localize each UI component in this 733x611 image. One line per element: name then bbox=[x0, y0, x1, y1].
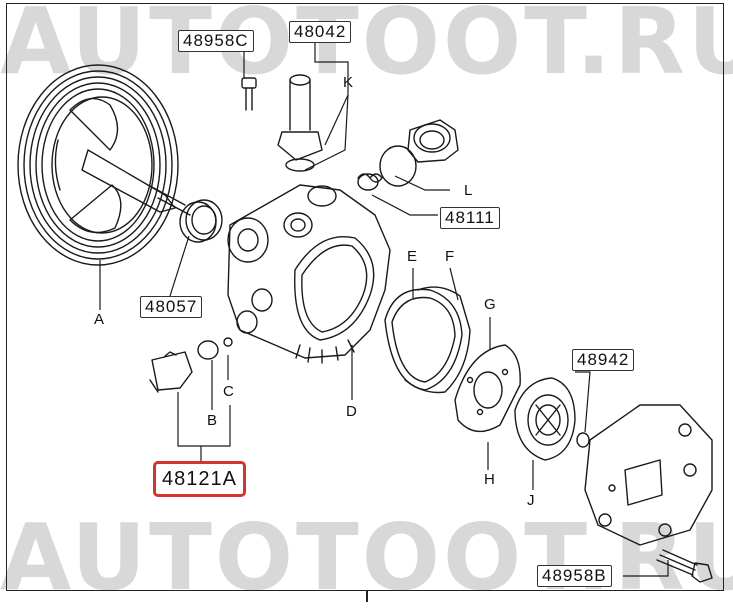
pipe-fitting-part bbox=[241, 74, 323, 172]
cam-ring-part bbox=[514, 377, 576, 461]
diagram-frame bbox=[6, 3, 724, 591]
callout-letter-b: B bbox=[207, 412, 218, 429]
part-number-48121A-highlighted: 48121A bbox=[153, 461, 246, 497]
pressure-plate-part bbox=[454, 344, 521, 433]
callout-letter-g: G bbox=[484, 296, 496, 313]
part-number-48111: 48111 bbox=[440, 207, 500, 229]
oil-seal-part bbox=[179, 199, 223, 243]
callout-letter-d: D bbox=[346, 403, 357, 420]
part-number-48958C: 48958C bbox=[178, 30, 254, 52]
valve-spring-part bbox=[357, 173, 383, 191]
part-number-48057: 48057 bbox=[140, 296, 203, 318]
callout-letter-a: A bbox=[94, 311, 105, 328]
bottom-tick-mark bbox=[366, 591, 368, 602]
callout-letter-f: F bbox=[445, 248, 455, 265]
callout-letter-e: E bbox=[407, 248, 418, 265]
watermark-top: AUTOTOOT.RU bbox=[0, 0, 733, 95]
callout-letter-c: C bbox=[223, 383, 234, 400]
pressure-switch-part bbox=[149, 337, 233, 393]
callout-letter-k: K bbox=[343, 74, 354, 91]
part-number-48942: 48942 bbox=[572, 349, 635, 371]
pump-body-part bbox=[227, 184, 391, 364]
bolt-part bbox=[656, 549, 713, 583]
rear-cover-part bbox=[584, 404, 713, 546]
watermark-bottom: AUTOTOOT.RU bbox=[0, 504, 733, 611]
callout-letter-j: J bbox=[527, 492, 535, 509]
o-ring-part bbox=[576, 432, 590, 448]
cap-part bbox=[379, 119, 459, 187]
callout-letter-h: H bbox=[484, 471, 495, 488]
callout-letter-l: L bbox=[464, 182, 473, 199]
pulley-part bbox=[17, 64, 191, 266]
gasket-part bbox=[384, 286, 471, 394]
part-number-48042: 48042 bbox=[289, 21, 352, 43]
part-number-48958B: 48958B bbox=[537, 565, 612, 587]
